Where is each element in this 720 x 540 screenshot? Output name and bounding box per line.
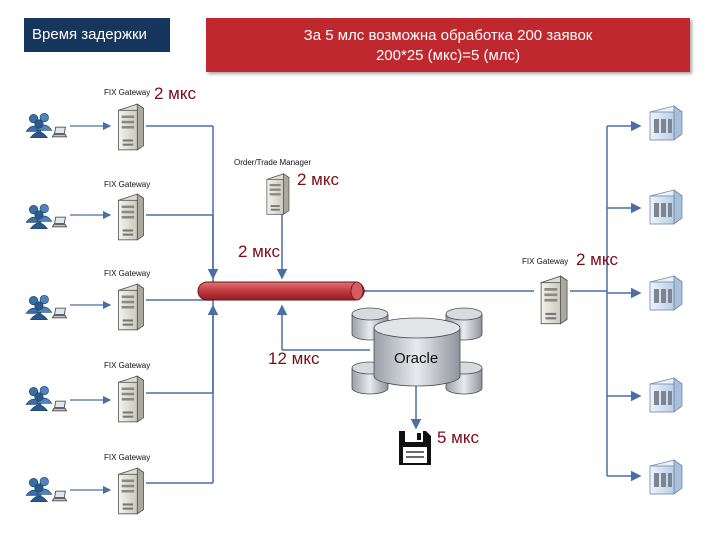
server-icon <box>114 192 146 244</box>
gateway-label: FIX Gateway <box>104 180 151 189</box>
gateway-label: FIX Gateway <box>104 88 151 97</box>
oracle-label: Oracle <box>394 350 439 367</box>
gateway-latency: 2 мкс <box>154 84 196 103</box>
server-icon <box>114 102 146 154</box>
exchange-server-icon <box>644 274 684 314</box>
floppy-disk-icon <box>399 431 431 465</box>
message-bus-icon <box>197 281 365 301</box>
order-manager-latency: 2 мкс <box>297 170 339 189</box>
exchange-server-icon <box>644 458 684 498</box>
right-gateway-latency: 2 мкс <box>576 250 618 269</box>
database-icon <box>351 307 483 395</box>
bus-latency: 2 мкс <box>238 242 280 261</box>
laptop-icon <box>52 400 68 413</box>
right-gateway-label: FIX Gateway <box>522 257 569 266</box>
exchange-server-icon <box>644 376 684 416</box>
gateway-label: FIX Gateway <box>104 453 151 462</box>
exchange-server-icon <box>644 104 684 144</box>
page-title: Время задержки <box>24 18 170 52</box>
disk-latency: 5 мкс <box>437 428 479 447</box>
laptop-icon <box>52 307 68 320</box>
database-latency: 12 мкс <box>268 349 320 368</box>
laptop-icon <box>52 216 68 229</box>
exchange-server-icon <box>644 188 684 228</box>
server-icon <box>114 374 146 426</box>
throughput-banner: За 5 млс возможна обработка 200 заявок 2… <box>206 18 690 72</box>
server-icon <box>114 282 146 334</box>
server-icon <box>114 466 146 518</box>
gateway-label: FIX Gateway <box>104 269 151 278</box>
gateway-label: FIX Gateway <box>104 361 151 370</box>
order-manager-label: Order/Trade Manager <box>234 158 312 167</box>
server-icon <box>536 274 570 328</box>
banner-line-2: 200*25 (мкс)=5 (млс) <box>375 47 521 64</box>
banner-line-1: За 5 млс возможна обработка 200 заявок <box>303 27 593 44</box>
server-icon <box>262 172 292 218</box>
laptop-icon <box>52 126 68 139</box>
laptop-icon <box>52 490 68 503</box>
